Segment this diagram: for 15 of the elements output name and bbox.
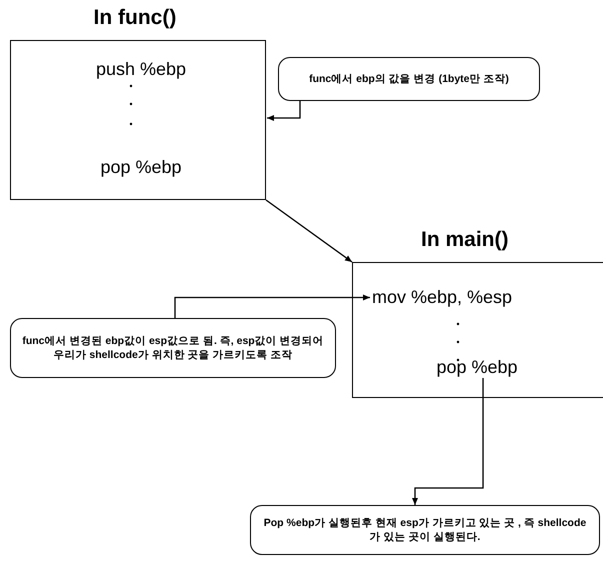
note-box: func에서 ebp의 값을 변경 (1byte만 조작) — [278, 57, 540, 101]
note-box: Pop %ebp가 실행된후 현재 esp가 가르키고 있는 곳 , 즉 shellcode가 있는 곳이 실행된다. — [250, 505, 600, 555]
block-heading: In main() — [421, 228, 508, 252]
code-block-box — [10, 40, 266, 200]
code-line: push %ebp — [96, 59, 186, 80]
arrow — [412, 378, 484, 505]
code-line: pop %ebp — [436, 357, 518, 378]
block-heading: In func() — [94, 6, 176, 30]
code-line: pop %ebp — [100, 157, 182, 178]
arrow — [174, 294, 370, 318]
code-block-box — [352, 262, 603, 398]
arrow — [266, 199, 352, 263]
code-line: mov %ebp, %esp — [372, 287, 512, 308]
note-box: func에서 변경된 ebp값이 esp값으로 됨. 즉, esp값이 변경되어 우리가 shellcode가 위치한 곳을 가르키도록 조작 — [10, 318, 336, 378]
arrow — [267, 101, 301, 121]
